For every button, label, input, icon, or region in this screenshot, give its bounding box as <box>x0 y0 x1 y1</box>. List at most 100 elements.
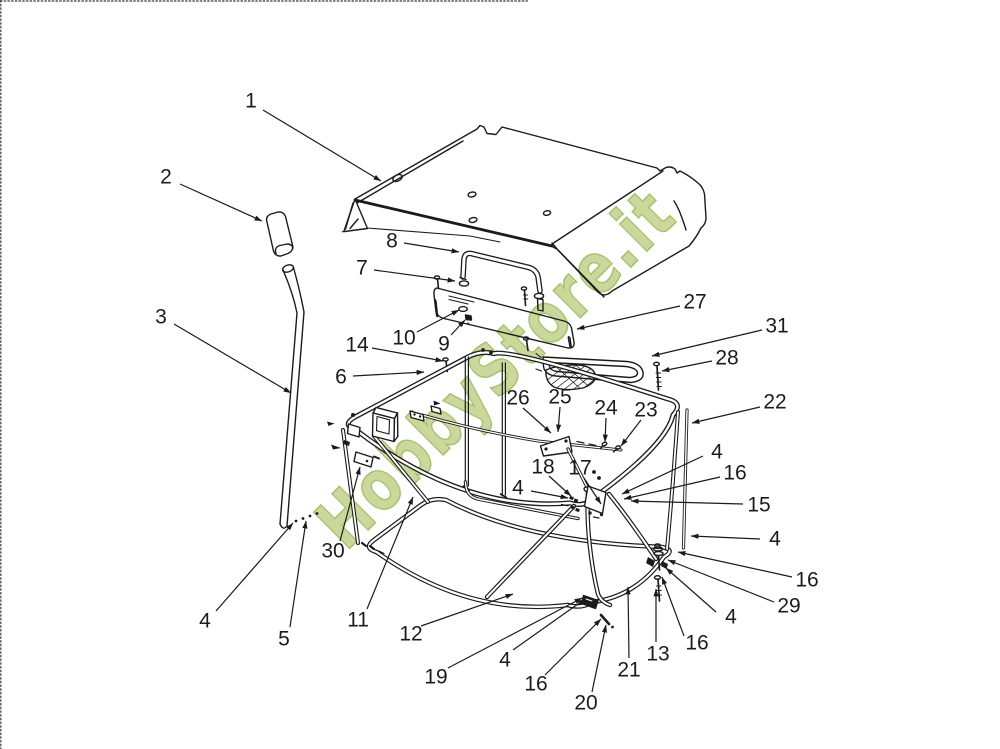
part-label-27: 27 <box>683 291 706 314</box>
leader-line-1 <box>262 109 382 182</box>
leader-line-11 <box>366 496 414 610</box>
leader-line-16 <box>623 476 721 500</box>
part-label-16: 16 <box>524 673 547 696</box>
part-label-17: 17 <box>568 457 591 480</box>
leader-line-26 <box>522 407 552 434</box>
leader-line-22 <box>691 406 761 424</box>
cover-hole <box>468 216 478 224</box>
part-label-28: 28 <box>715 347 738 370</box>
leader-line-4 <box>512 598 586 651</box>
leader-line-27 <box>576 305 681 330</box>
part-label-29: 29 <box>777 595 800 618</box>
cover-panel <box>341 124 707 298</box>
right-post <box>665 410 680 551</box>
part-label-31: 31 <box>765 315 788 338</box>
rod-22 <box>681 408 689 550</box>
leader-line-8 <box>403 242 460 254</box>
clip-plate-b <box>430 405 442 415</box>
leader-line-6 <box>352 369 425 377</box>
part-label-21: 21 <box>617 659 640 682</box>
part-label-20: 20 <box>574 692 597 715</box>
part-label-22: 22 <box>763 391 786 414</box>
part-label-26: 26 <box>506 387 529 410</box>
page-border <box>0 0 529 749</box>
leader-line-25 <box>555 406 562 433</box>
part-label-7: 7 <box>356 257 368 280</box>
part-label-4: 4 <box>499 649 511 672</box>
leader-line-23 <box>620 419 642 447</box>
part-label-3: 3 <box>155 306 167 329</box>
part-label-19: 19 <box>424 666 447 689</box>
leader-line-12 <box>420 593 514 627</box>
junction-hardware <box>560 470 607 519</box>
tube-alignment-dots <box>294 512 319 523</box>
support-bar <box>420 413 623 489</box>
part-label-4: 4 <box>711 441 723 464</box>
mounting-plate <box>433 287 575 349</box>
part-label-18: 18 <box>531 456 554 479</box>
leader-line-21 <box>625 586 631 659</box>
leader-line-16 <box>661 576 685 637</box>
cover-flange-hole <box>392 173 403 183</box>
part-label-23: 23 <box>634 399 657 422</box>
part-label-4: 4 <box>512 477 524 500</box>
bolt-28-shaft <box>656 365 660 391</box>
bottom-w-corner-hardware <box>360 541 385 555</box>
leader-line-24 <box>602 417 608 443</box>
part-label-12: 12 <box>399 623 422 646</box>
leader-line-4 <box>215 522 294 612</box>
leader-line-5 <box>289 520 308 628</box>
part-label-10: 10 <box>392 327 415 350</box>
left-post <box>341 428 360 545</box>
part-label-14: 14 <box>345 334 369 357</box>
leader-line-14 <box>371 347 444 363</box>
part-label-30: 30 <box>321 540 344 563</box>
part-label-8: 8 <box>386 230 398 253</box>
leader-line-16 <box>544 618 602 676</box>
part-label-5: 5 <box>278 628 290 651</box>
bolt-23 <box>612 445 622 453</box>
part-label-4: 4 <box>769 528 781 551</box>
leader-line-20 <box>591 624 608 693</box>
part-label-11: 11 <box>347 609 369 632</box>
bolt-24 <box>599 441 608 450</box>
rim-corner-bolts <box>481 348 493 355</box>
bottom-e-corner-hardware <box>646 543 668 602</box>
small-plate <box>346 423 361 438</box>
leader-line-19 <box>447 597 583 669</box>
part-label-9: 9 <box>438 333 450 356</box>
part-label-2: 2 <box>160 166 172 189</box>
brace-legs <box>484 486 659 608</box>
plate-bolts <box>433 275 662 391</box>
leader-line-4 <box>530 490 569 500</box>
part-label-16: 16 <box>723 462 746 485</box>
leader-line-4 <box>690 533 761 540</box>
nut-9 <box>464 314 473 321</box>
part-label-16: 16 <box>795 569 818 592</box>
part-label-25: 25 <box>548 386 571 409</box>
leader-line-3 <box>173 323 292 394</box>
leader-line-28 <box>661 360 713 373</box>
grip <box>265 211 294 257</box>
leader-line-30 <box>339 466 361 542</box>
leader-line-4 <box>665 567 717 613</box>
cover-hole <box>542 210 552 216</box>
part-label-24: 24 <box>594 397 618 420</box>
leader-line-4 <box>621 455 704 495</box>
part-label-4: 4 <box>725 606 737 629</box>
lower-cross-tube <box>463 480 580 521</box>
part-label-1: 1 <box>245 90 257 113</box>
left-bracket-cluster <box>327 400 442 468</box>
leader-line-29 <box>667 559 775 603</box>
top-rim <box>345 348 680 507</box>
plate-30 <box>353 451 374 468</box>
part-label-13: 13 <box>646 643 669 666</box>
leader-line-2 <box>179 183 263 222</box>
leader-line-31 <box>651 329 763 357</box>
washer-7 <box>458 280 470 287</box>
washer-10 <box>458 305 468 313</box>
